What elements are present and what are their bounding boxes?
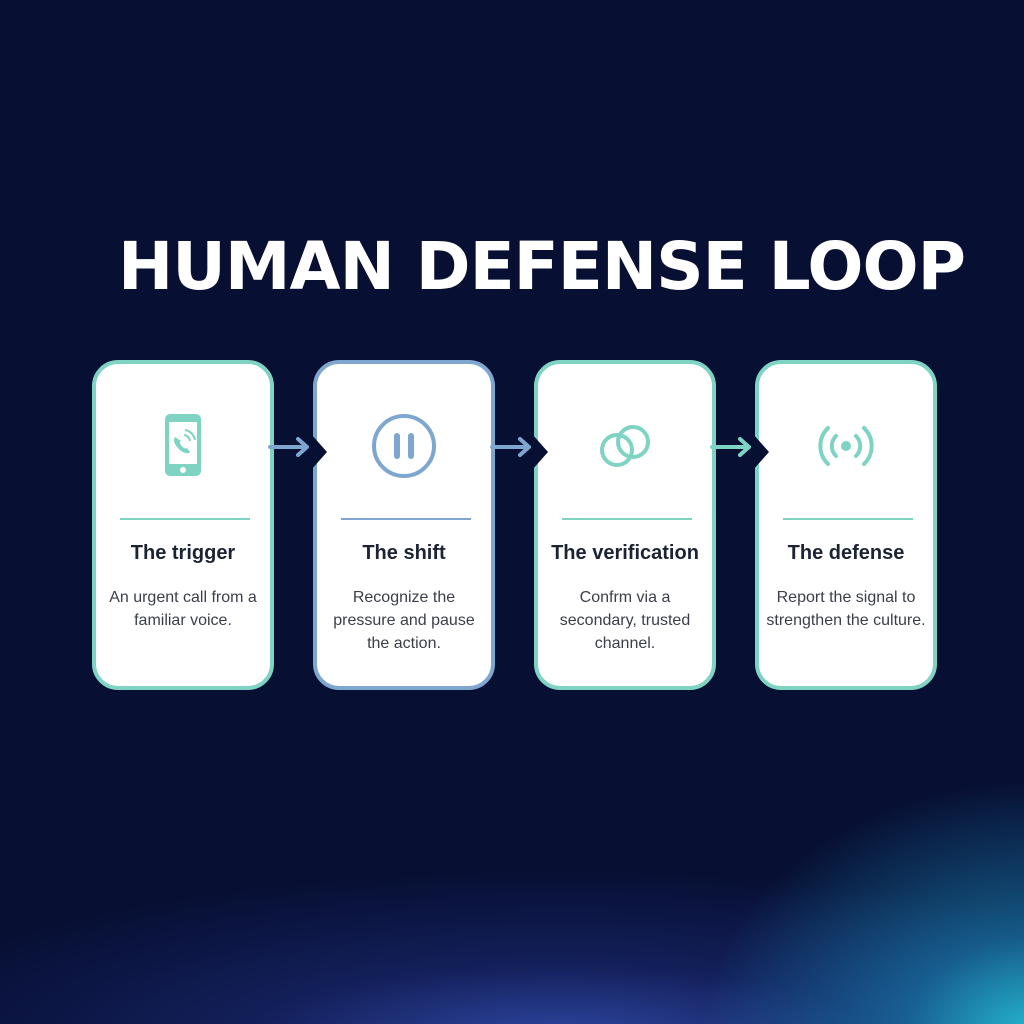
step-description: An urgent call from a familiar voice.: [109, 589, 257, 629]
step-title: The defense: [787, 542, 905, 564]
step-description: Recognize the pressure and pause the act…: [333, 589, 475, 652]
arrow-right-icon: [268, 435, 314, 459]
step-card-shift: The shift Recognize the pressure and pau…: [311, 360, 495, 690]
connector-notch: [311, 434, 327, 470]
arrow-right-icon: [490, 435, 536, 459]
step-description: Report the signal to strengthen the cult…: [766, 589, 926, 629]
step-card-verification: The verification Confrm via a secondary,…: [532, 360, 716, 690]
pause-circle-icon: [364, 406, 444, 486]
smartphone-call-icon: [143, 406, 223, 486]
page-title: HUMAN DEFENSE LOOP: [118, 228, 966, 305]
connector-notch: [532, 434, 548, 470]
step-description: Confrm via a secondary, trusted channel.: [559, 589, 691, 652]
step-title: The verification: [551, 542, 699, 564]
step-title: The trigger: [130, 542, 236, 564]
divider: [120, 518, 250, 520]
arrow-right-icon: [710, 435, 756, 459]
divider: [783, 518, 913, 520]
step-title: The shift: [362, 542, 446, 564]
linked-rings-icon: [585, 406, 665, 486]
step-card-defense: The defense Report the signal to strengt…: [753, 360, 937, 690]
divider: [562, 518, 692, 520]
connector-notch: [753, 434, 769, 470]
broadcast-signal-icon: [806, 406, 886, 486]
step-card-trigger: The trigger An urgent call from a famili…: [92, 360, 274, 690]
divider: [341, 518, 471, 520]
